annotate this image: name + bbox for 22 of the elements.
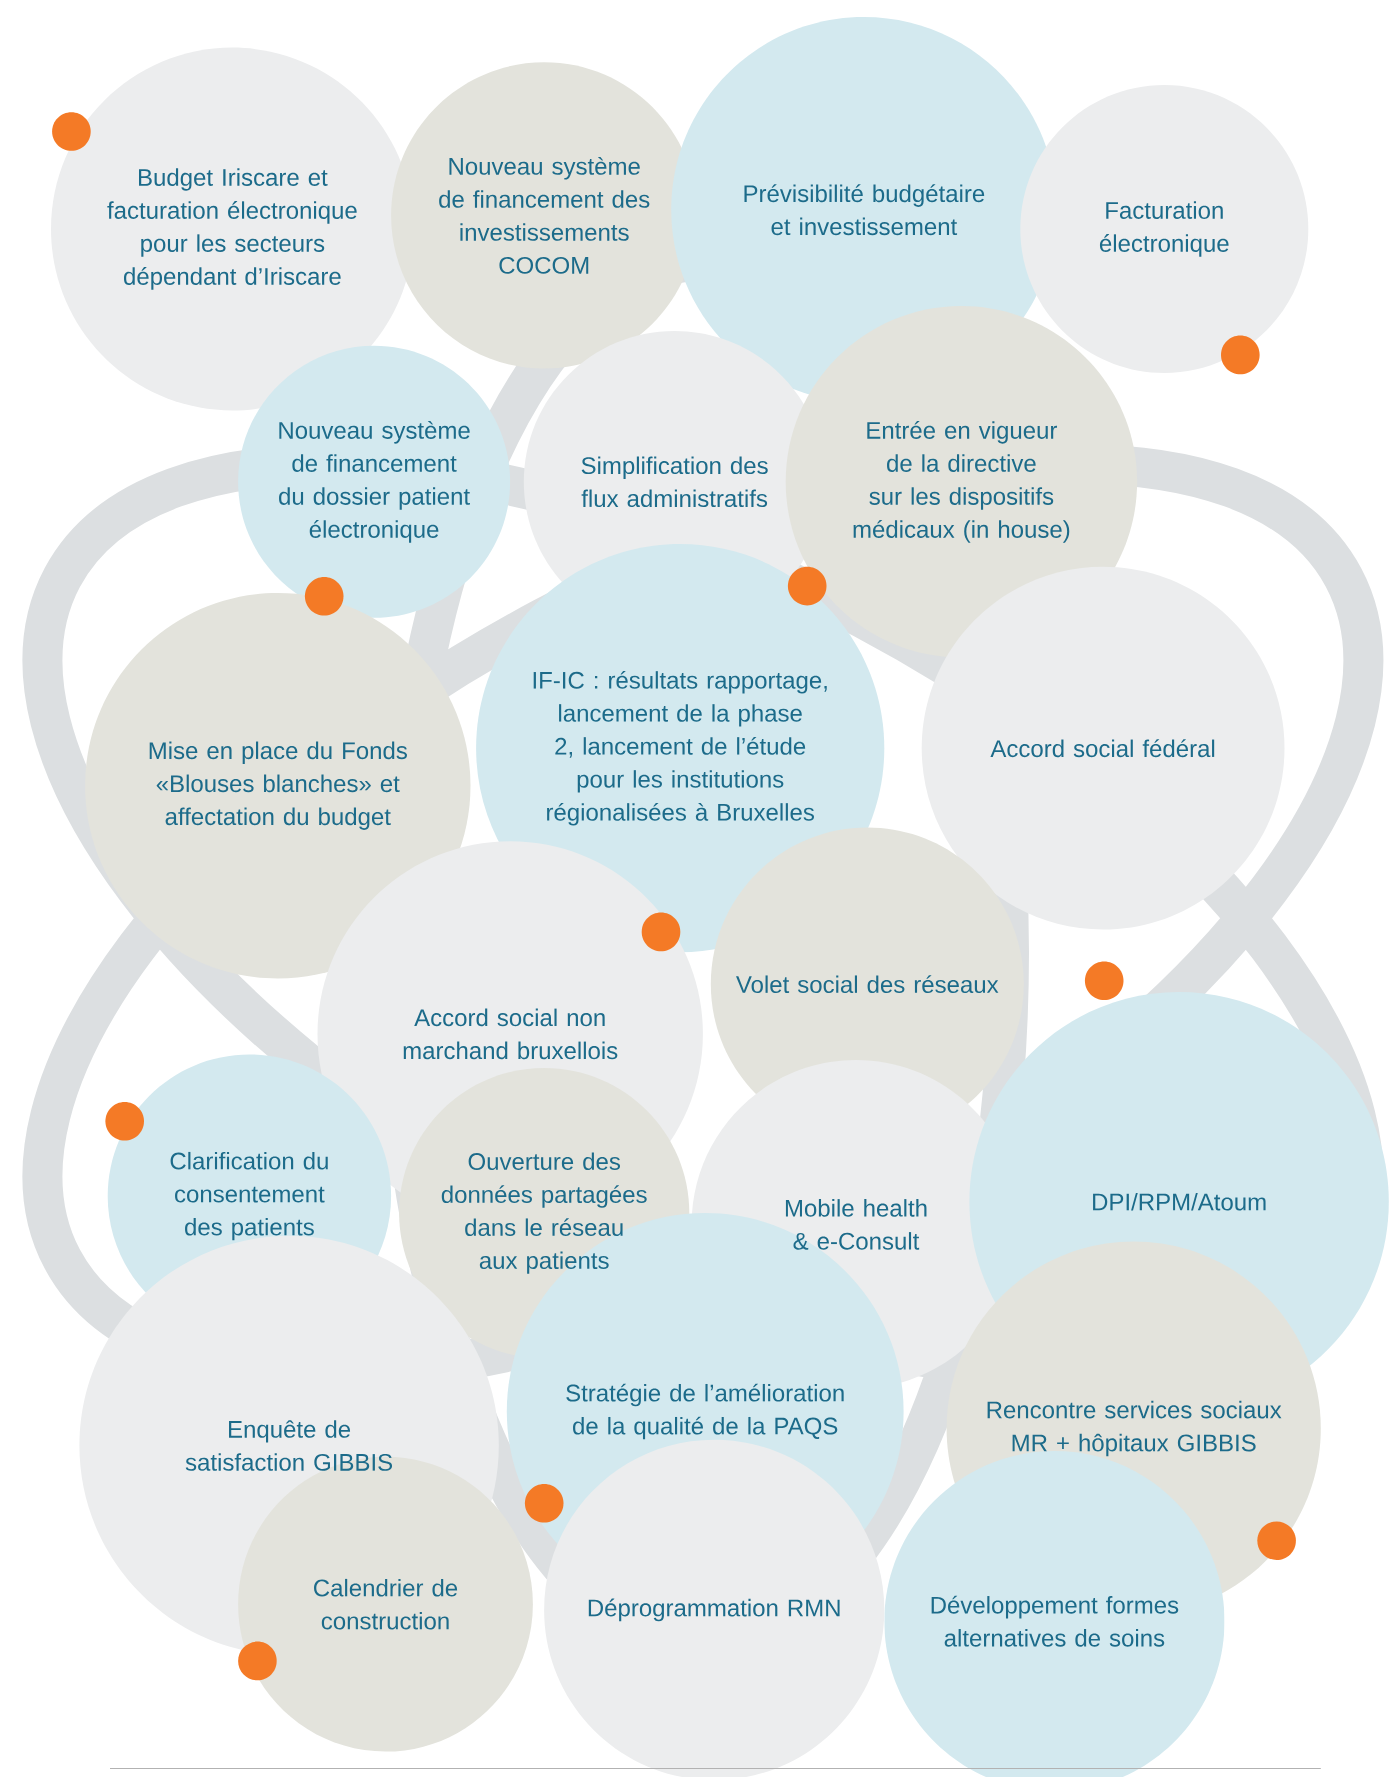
topic-text: Calendrier de construction [314,1578,458,1630]
topic-text: Clarification du consentement des patients [170,1151,328,1241]
topic-text: Mobile health & e-Consult [785,1199,927,1250]
topic-text: Ouverture des données partagées dans le réseau aux patients [441,1152,647,1274]
topic-text: Stratégie de l’amélioration de la qualité de la PAQS [566,1383,844,1440]
topic-text: Rencontre services sociaux MR + hôpitaux GIBBIS [987,1400,1282,1457]
topic-text: Volet social des réseaux [736,975,999,994]
topic-text: Enquête de satisfaction GIBBIS [185,1420,393,1471]
topic-text: DPI/RPM/Atoum [1093,1192,1266,1211]
topic-text: Accord social fédéral [990,739,1215,758]
topic-text: Nouveau système de financement du dossier patient électronique [279,421,470,543]
topic-text: Déprogrammation RMN [588,1598,840,1622]
topic-text: Accord social non marchand bruxellois [403,1008,618,1060]
topic-text: Entrée en vigueur de la directive sur les dispositifs médicaux (in house) [853,421,1070,543]
topic-text: IF-IC : résultats rapportage, lancement de la phase 2, lancement de l’étude pour les institutions régionalisées à Bruxelles [533,670,827,826]
topic-text: Mise en place du Fonds «Blouses blanches» et affectation du budget [149,741,407,830]
topic-text: Nouveau système de financement des investissements COCOM [439,156,650,274]
topic-text: Prévisibilité budgétaire et investissement [744,184,985,236]
topic-text: Développement formes alternatives de soins [931,1595,1179,1647]
topic-text: Facturation électronique [1099,201,1229,257]
topic-text: Budget Iriscare et facturation électronique pour les secteurs dépendant d’Iriscare [107,168,357,290]
topic-text: Simplification des flux administratifs [581,456,768,508]
